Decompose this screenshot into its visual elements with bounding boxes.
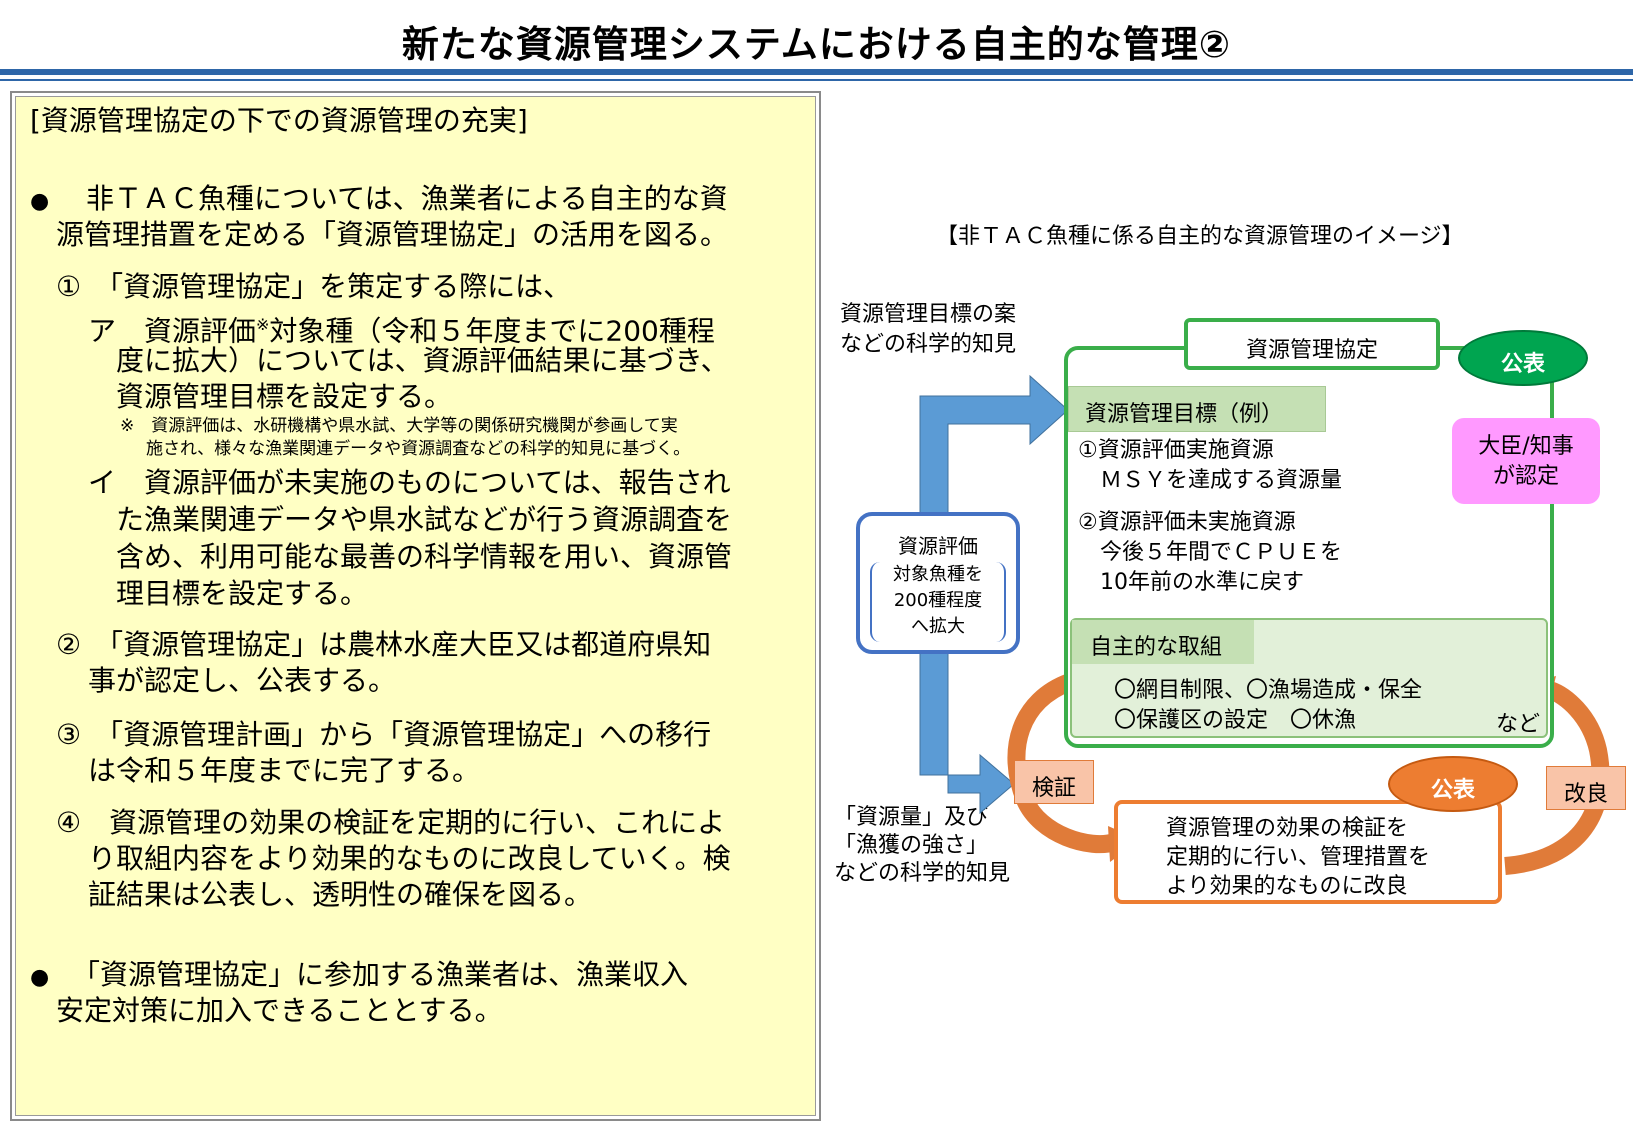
- item-1i-line-4: 理目標を設定する。: [116, 577, 369, 610]
- policy-text-panel: [資源管理協定の下での資源管理の充実] ● 非ＴＡＣ魚種については、漁業者による…: [10, 91, 821, 1121]
- verify-label-box: 検証: [1014, 760, 1094, 804]
- voluntary-header: 自主的な取組: [1072, 620, 1254, 664]
- improve-label: 改良: [1563, 782, 1608, 807]
- voluntary-etc: など: [1496, 712, 1541, 737]
- item-4-line-2: り取組内容をより効果的なものに改良していく。検: [88, 842, 731, 875]
- item-1i-line-2: た漁業関連データや県水試などが行う資源調査を: [116, 503, 733, 536]
- verify-label: 検証: [1031, 776, 1076, 801]
- agreement-label: 資源管理協定: [1245, 338, 1378, 363]
- arrow-improve-curve: [1504, 681, 1610, 875]
- voluntary-header-label: 自主的な取組: [1090, 635, 1223, 660]
- assessment-title: 資源評価: [898, 534, 978, 558]
- item-1a-line-2: 度に拡大）については、資源評価結果に基づき、: [116, 344, 729, 377]
- bottom-knowledge-note: 「資源量」及び「漁獲の強さ」などの科学的知見: [834, 805, 1011, 886]
- item-1a-line-1: ア 資源評価※対象種（令和５年度までに200種程: [88, 314, 715, 348]
- item-4-line-1: ④ 資源管理の効果の検証を定期的に行い、これによ: [56, 806, 726, 839]
- para-2-line-1: 「資源管理協定」に参加する漁業者は、漁業収入: [58, 958, 689, 991]
- diagram-title: 【非ＴＡＣ魚種に係る自主的な資源管理のイメージ】: [936, 224, 1464, 249]
- panel-heading: [資源管理協定の下での資源管理の充実]: [30, 104, 528, 137]
- publish-badge-2-label: 公表: [1430, 778, 1475, 803]
- voluntary-box: 自主的な取組 〇網目制限、〇漁場造成・保全〇保護区の設定 〇休漁 など: [1070, 618, 1548, 738]
- item-1i-line-1: イ 資源評価が未実施のものについては、報告され: [88, 466, 731, 499]
- item-4-line-3: 証結果は公表し、透明性の確保を図る。: [88, 878, 593, 911]
- note-line-1: ※ 資源評価は、水研機構や県水試、大学等の関係研究機関が参画して実: [120, 416, 678, 436]
- review-box: 資源管理の効果の検証を定期的に行い、管理措置をより効果的なものに改良: [1114, 800, 1502, 904]
- item-2-line-1: ② 「資源管理協定」は農林水産大臣又は都道府県知: [56, 628, 712, 661]
- bullet-1: ●: [30, 189, 50, 214]
- note-line-2: 施され、様々な漁業関連データや資源調査などの科学的知見に基づく。: [146, 439, 691, 459]
- para-1-line-1: 非ＴＡＣ魚種については、漁業者による自主的な資: [58, 182, 728, 215]
- review-text: 資源管理の効果の検証を定期的に行い、管理措置をより効果的なものに改良: [1166, 816, 1431, 899]
- bullet-2: ●: [30, 965, 50, 990]
- goal-header-label: 資源管理目標（例）: [1085, 402, 1284, 427]
- para-1-line-2: 源管理措置を定める「資源管理協定」の活用を図る。: [56, 218, 729, 251]
- agreement-label-box: 資源管理協定: [1184, 318, 1440, 370]
- item-1a-line-3: 資源管理目標を設定する。: [116, 380, 453, 413]
- goal-header: 資源管理目標（例）: [1068, 386, 1326, 432]
- minister-badge: 大臣/知事が認定: [1452, 418, 1600, 504]
- publish-badge-1-label: 公表: [1500, 352, 1545, 377]
- item-3-line-1: ③ 「資源管理計画」から「資源管理協定」への移行: [56, 718, 712, 751]
- goal-items: ①資源評価実施資源 ＭＳＹを達成する資源量 ②資源評価未実施資源 今後５年間でＣ…: [1078, 438, 1343, 595]
- item-1i-line-3: 含め、利用可能な最善の科学情報を用い、資源管: [116, 540, 733, 573]
- item-1-line: ① 「資源管理協定」を策定する際には、: [56, 270, 572, 303]
- improve-label-box: 改良: [1546, 766, 1626, 810]
- title-rule-thick: [0, 69, 1633, 75]
- top-knowledge-note: 資源管理目標の案などの科学的知見: [840, 302, 1017, 357]
- page-title: 新たな資源管理システムにおける自主的な管理②: [401, 23, 1232, 66]
- voluntary-items: 〇網目制限、〇漁場造成・保全〇保護区の設定 〇休漁: [1114, 678, 1423, 733]
- publish-badge-2: 公表: [1388, 756, 1518, 812]
- publish-badge-1: 公表: [1458, 330, 1588, 386]
- minister-text: 大臣/知事が認定: [1478, 434, 1574, 489]
- para-2-line-2: 安定対策に加入できることとする。: [56, 994, 503, 1027]
- item-3-line-2: は令和５年度までに完了する。: [88, 754, 481, 787]
- item-2-line-2: 事が認定し、公表する。: [88, 664, 397, 697]
- title-rule-thin: [0, 79, 1633, 81]
- arrow-to-verify: [919, 639, 1015, 815]
